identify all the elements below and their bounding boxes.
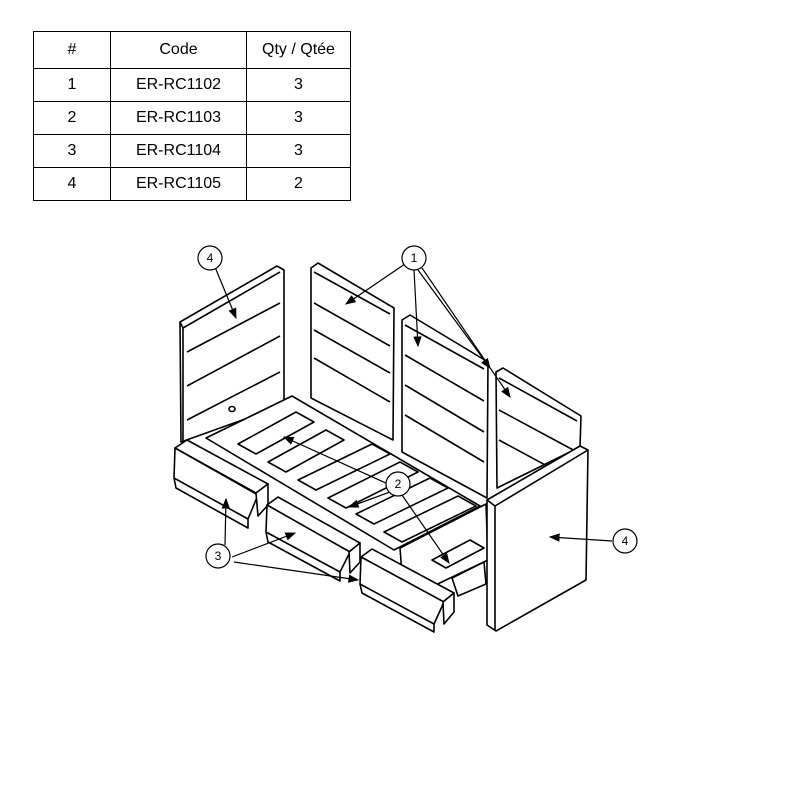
back-panel-1: [310, 262, 395, 441]
callout-circle-3: [205, 543, 231, 569]
callout-circle-1: [401, 245, 427, 271]
table-row: 3 ER-RC1104 3: [33, 134, 351, 168]
table-row: 1 ER-RC1102 3: [33, 68, 351, 102]
cell-code: ER-RC1102: [110, 68, 247, 102]
leader-line-2a: [282, 436, 389, 485]
callout-circle-4-top: [197, 245, 223, 271]
left-panel: [179, 265, 285, 443]
cell-number: 2: [33, 101, 111, 135]
leader-line-2b: [347, 491, 391, 508]
callout-label-4-top: 4: [207, 251, 214, 265]
leader-line-1b: [413, 269, 422, 348]
cell-qty: 2: [246, 167, 351, 201]
callout-label-3: 3: [215, 549, 222, 563]
leader-line-4-right: [548, 533, 613, 542]
leader-line-2c: [401, 494, 450, 564]
front-log-3: [359, 548, 455, 633]
leader-line-3a: [221, 497, 230, 546]
leader-line-3b: [231, 532, 297, 558]
leader-line-1d: [421, 267, 511, 398]
callout-label-1: 1: [411, 251, 418, 265]
callout-label-4-right: 4: [622, 534, 629, 548]
column-header-qty: Qty / Qtée: [246, 31, 351, 69]
callout-label-2: 2: [395, 477, 402, 491]
parts-table: # Code Qty / Qtée 1 ER-RC1102 3 2 ER-RC1…: [33, 31, 351, 201]
cell-code: ER-RC1105: [110, 167, 247, 201]
front-log-1: [173, 439, 269, 529]
table-row: 4 ER-RC1105 2: [33, 167, 351, 201]
front-log-2: [265, 496, 361, 582]
back-panel-2: [401, 314, 489, 499]
leader-line-3c: [233, 561, 360, 583]
right-panel: [486, 445, 589, 632]
cell-qty: 3: [246, 101, 351, 135]
cell-qty: 3: [246, 68, 351, 102]
callout-circle-2: [385, 471, 411, 497]
cell-code: ER-RC1103: [110, 101, 247, 135]
table-header-row: # Code Qty / Qtée: [33, 31, 351, 69]
cell-qty: 3: [246, 134, 351, 168]
leader-line-1a: [345, 263, 406, 305]
leader-line-4-top: [214, 266, 237, 320]
cell-code: ER-RC1104: [110, 134, 247, 168]
table-row: 2 ER-RC1103 3: [33, 101, 351, 135]
leader-line-1c: [417, 269, 491, 369]
callout-circle-4-right: [612, 528, 638, 554]
